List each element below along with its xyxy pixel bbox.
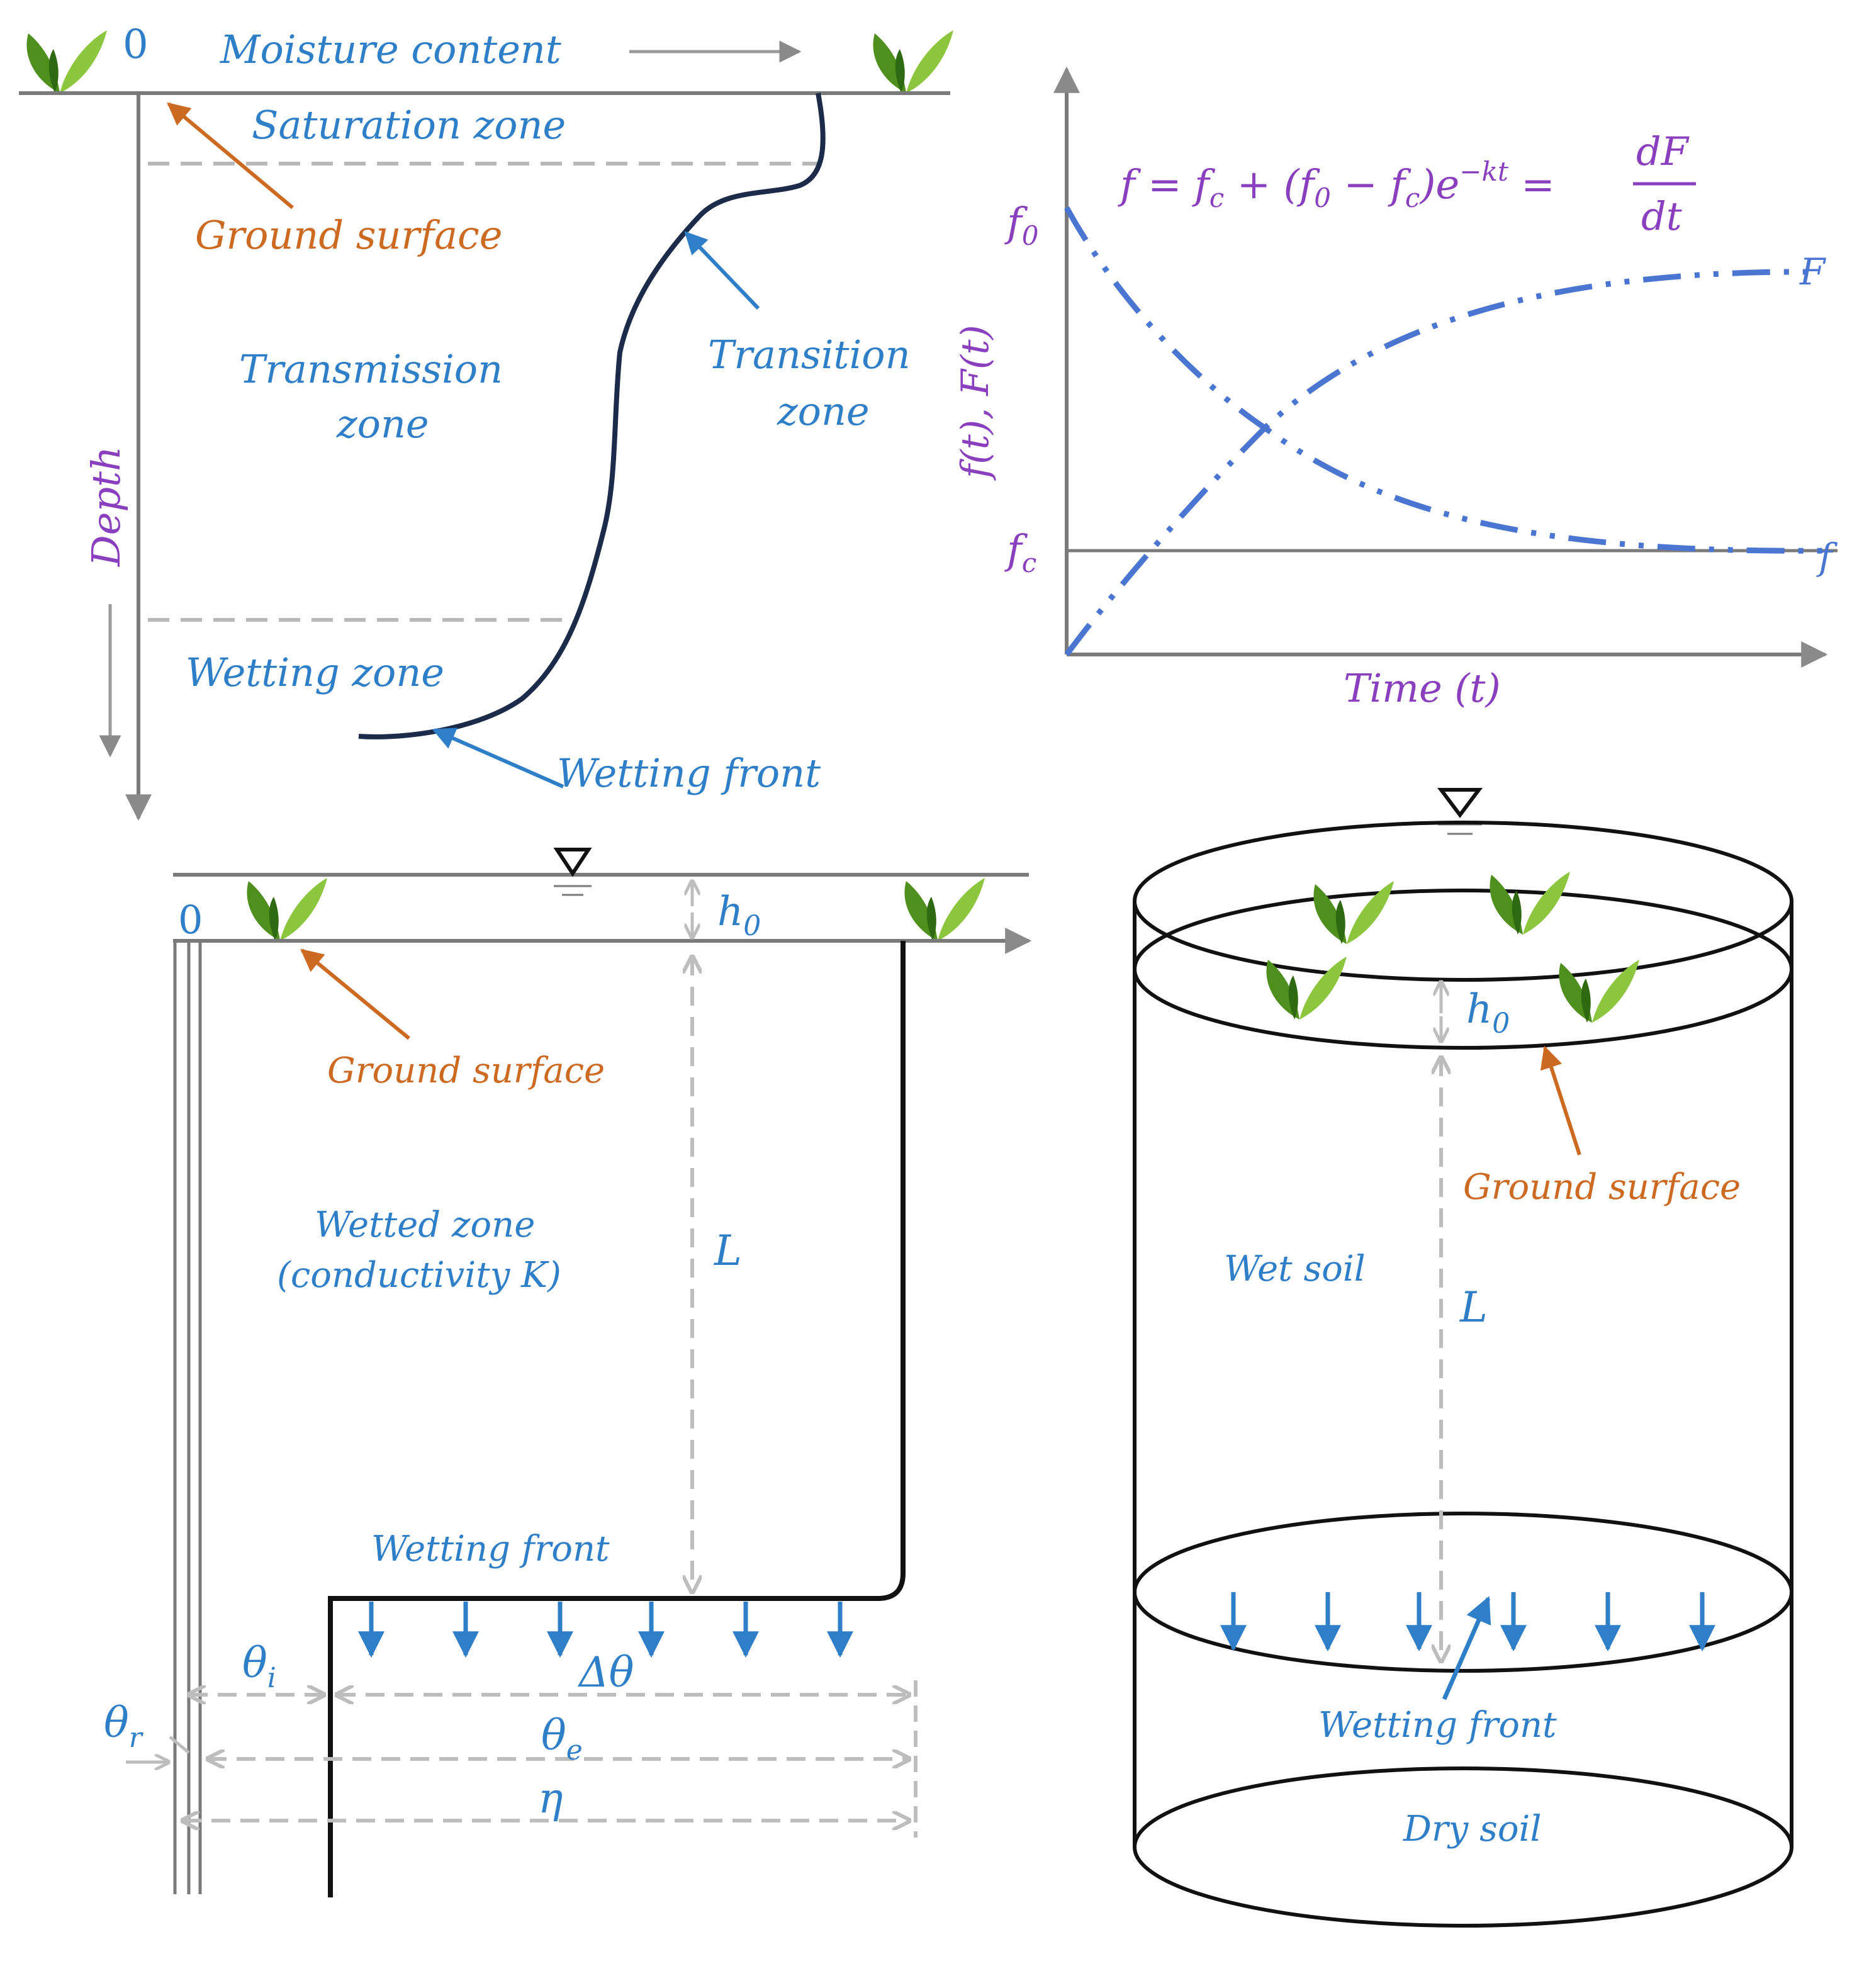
L-label: L [714,1227,742,1275]
f0-label: f0 [1004,199,1038,251]
F-curve [1064,269,1813,656]
f-curve-label: f [1816,536,1838,578]
infiltration-arrows [358,1602,853,1658]
water-level-icon [1437,788,1483,818]
grass-icon [26,30,107,93]
transition-zone-label-1: Transition [708,332,911,378]
eta-label: η [538,1774,563,1822]
transmission-zone-label-2: zone [336,401,429,447]
depth-label: Depth [83,446,129,567]
ft-Ft-axis-label: f(t), F(t) [953,325,997,481]
panel-d-soil-column: h0 Ground surface Wet soil L Wetting fro… [1133,788,1793,1928]
dry-soil-label: Dry soil [1403,1809,1541,1850]
wetting-front-label: Wetting front [371,1529,610,1570]
wet-soil-label: Wet soil [1224,1249,1366,1289]
ground-surface-arrow [1540,1045,1581,1155]
wetting-front-pointer [1442,1596,1491,1700]
fc-label: fc [1004,527,1036,578]
transmission-zone-label-1: Transmission [239,346,503,392]
grass-icon [1490,872,1570,935]
ground-surface-arrow [300,948,410,1040]
time-axis-label: Time (t) [1344,665,1501,711]
h0-label: h0 [1466,986,1510,1040]
wetting-front-label: Wetting front [1318,1705,1557,1746]
origin-label: 0 [123,21,149,68]
infiltration-arrows [1220,1592,1715,1652]
theta-r-pointer-right [169,1736,190,1754]
F-curve-label: F [1799,250,1826,293]
water-level-icon [553,848,592,877]
grass-icon [873,30,953,93]
delta-theta-label: Δθ [577,1648,634,1697]
saturation-zone-label: Saturation zone [252,102,566,148]
equation: f = fc + (f0 − fc)e−kt = dF dt [1118,128,1696,239]
wetted-zone-label-2: (conductivity K) [277,1255,561,1296]
wetting-front-label: Wetting front [557,750,821,796]
wetted-zone-label-1: Wetted zone [315,1205,535,1245]
grass-icon [247,878,327,941]
h0-label: h0 [717,889,761,942]
equation-denominator: dt [1641,193,1682,239]
water-surface-ellipse [1133,821,1793,982]
origin-label: 0 [178,897,203,943]
ground-surface-label: Ground surface [1463,1167,1741,1208]
moisture-content-label: Moisture content [220,26,561,72]
theta-r-label: θr [104,1699,144,1754]
grass-icon [904,878,985,941]
ground-surface-ellipse [1133,889,1793,1050]
panel-a-moisture-profile: 0 Moisture content Saturation zone Groun… [19,21,953,821]
grass-icon [1313,881,1394,944]
ground-surface-label: Ground surface [195,212,502,258]
equation-part-1: f = fc + (f0 − fc)e−kt = [1118,156,1555,213]
theta-i-label: θi [242,1639,276,1694]
transition-arrow [684,231,760,310]
wetting-profile [328,941,906,1897]
f-curve [1064,206,1832,554]
wetting-zone-label: Wetting zone [186,649,444,695]
panel-b-infiltration-rate: f = fc + (f0 − fc)e−kt = dF dt f0 fc F f… [953,66,1838,711]
panel-c-green-ampt-profile: 0 h0 Ground surface Wetted zone (conduct… [104,848,1032,1897]
wetting-front-arrow [432,727,564,789]
transition-zone-label-2: zone [777,388,870,434]
grass-icon [1559,960,1639,1023]
moisture-profile-curve [358,93,826,739]
L-label: L [1459,1283,1488,1332]
equation-numerator: dF [1636,128,1690,174]
theta-e-label: θe [541,1711,583,1766]
ground-surface-arrow [167,102,294,210]
ground-surface-label: Ground surface [327,1050,605,1091]
